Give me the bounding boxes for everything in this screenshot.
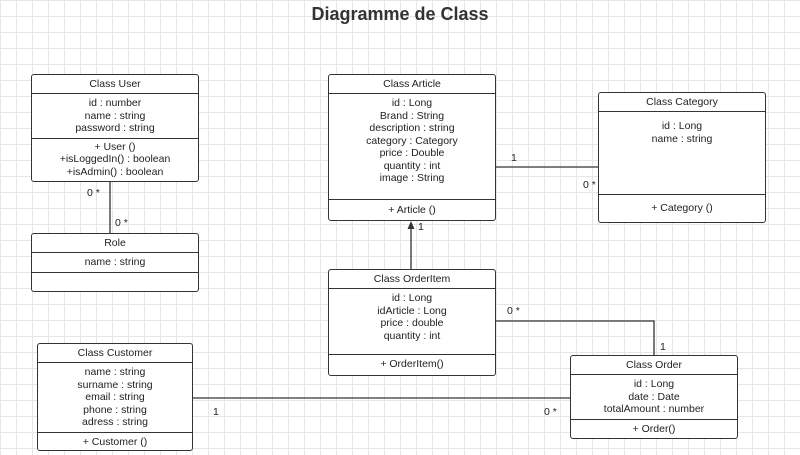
- class-order-attributes: id : Long date : Date totalAmount : numb…: [571, 375, 737, 420]
- arrowhead-icon: [407, 221, 415, 229]
- class-article-attribute: id : Long: [391, 97, 433, 109]
- class-role-operations: [32, 273, 198, 277]
- class-orderitem-box[interactable]: Class OrderItem id : Long idArticle : Lo…: [328, 269, 496, 376]
- class-user-attributes: id : number name : string password : str…: [32, 94, 198, 139]
- multiplicity-orderitem-order-bottom: 1: [660, 341, 666, 353]
- class-customer-attribute: phone : string: [83, 403, 147, 416]
- class-user-operation: +isAdmin() : boolean: [66, 165, 164, 178]
- class-customer-name: Class Customer: [38, 344, 192, 363]
- multiplicity-customer-order-left: 1: [213, 406, 219, 418]
- multiplicity-orderitem-article: 1: [418, 221, 424, 233]
- class-article-attribute: Brand : String: [379, 109, 445, 122]
- class-article-attribute: category : Category: [366, 134, 458, 147]
- class-order-attribute: totalAmount : number: [603, 403, 705, 415]
- multiplicity-customer-order-right: 0 *: [544, 406, 557, 418]
- class-customer-attributes: name : string surname : string email : s…: [38, 363, 192, 433]
- class-order-attribute: date : Date: [628, 390, 680, 403]
- diagram-title: Diagramme de Class: [311, 4, 489, 24]
- multiplicity-article-category-left: 1: [511, 152, 517, 164]
- class-orderitem-operation: + OrderItem(): [380, 357, 444, 370]
- class-user-name: Class User: [32, 75, 198, 94]
- class-category-attribute: id : Long: [661, 120, 703, 132]
- class-role-attribute: name : string: [84, 256, 146, 268]
- class-customer-attribute: surname : string: [77, 378, 153, 391]
- class-user-operations: + User () +isLoggedIn() : boolean +isAdm…: [32, 139, 198, 181]
- multiplicity-article-category-right: 0 *: [583, 179, 596, 191]
- class-order-operation: + Order(): [632, 422, 676, 435]
- class-article-attribute: quantity : int: [383, 159, 441, 172]
- orderitem-order-connector: [495, 320, 655, 356]
- class-orderitem-attribute: idArticle : Long: [377, 304, 447, 317]
- class-customer-attribute: adress : string: [82, 416, 148, 428]
- class-order-name: Class Order: [571, 356, 737, 375]
- class-category-attribute: name : string: [651, 132, 713, 145]
- class-article-attributes: id : Long Brand : String description : s…: [329, 94, 495, 200]
- class-customer-attribute: email : string: [85, 391, 145, 403]
- class-article-name: Class Article: [329, 75, 495, 94]
- class-category-operations: + Category (): [599, 195, 765, 223]
- class-role-attributes: name : string: [32, 253, 198, 273]
- class-orderitem-attribute: id : Long: [391, 292, 433, 304]
- class-article-attribute: price : Double: [379, 147, 445, 159]
- class-user-operation: +isLoggedIn() : boolean: [59, 153, 171, 165]
- class-customer-operation: + Customer (): [82, 435, 148, 448]
- class-category-attributes: id : Long name : string: [599, 112, 765, 195]
- class-article-attribute: description : string: [369, 122, 455, 134]
- class-role-name: Role: [32, 234, 198, 253]
- multiplicity-user-role-bottom: 0 *: [115, 217, 128, 229]
- class-customer-box[interactable]: Class Customer name : string surname : s…: [37, 343, 193, 451]
- class-customer-attribute: name : string: [84, 366, 146, 378]
- class-orderitem-attribute: quantity : int: [383, 329, 441, 342]
- class-article-box[interactable]: Class Article id : Long Brand : String d…: [328, 74, 496, 221]
- class-orderitem-attributes: id : Long idArticle : Long price : doubl…: [329, 289, 495, 355]
- class-article-attribute: image : String: [379, 172, 445, 184]
- multiplicity-orderitem-order-top: 0 *: [507, 305, 520, 317]
- class-orderitem-operations: + OrderItem(): [329, 355, 495, 376]
- class-user-attribute: id : number: [88, 97, 142, 109]
- class-orderitem-name: Class OrderItem: [329, 270, 495, 289]
- class-category-name: Class Category: [599, 93, 765, 112]
- class-order-operations: + Order(): [571, 420, 737, 440]
- class-orderitem-attribute: price : double: [380, 317, 444, 329]
- class-customer-operations: + Customer (): [38, 433, 192, 454]
- class-user-box[interactable]: Class User id : number name : string pas…: [31, 74, 199, 182]
- class-user-attribute: name : string: [84, 109, 146, 122]
- class-role-box[interactable]: Role name : string: [31, 233, 199, 292]
- class-user-operation: + User (): [94, 140, 136, 153]
- class-category-box[interactable]: Class Category id : Long name : string +…: [598, 92, 766, 223]
- class-article-operation: + Article (): [388, 203, 436, 216]
- multiplicity-user-role-top: 0 *: [87, 187, 100, 199]
- class-user-attribute: password : string: [75, 122, 155, 134]
- class-order-attribute: id : Long: [633, 378, 675, 390]
- class-category-operation: + Category (): [651, 201, 713, 214]
- class-article-operations: + Article (): [329, 200, 495, 221]
- class-order-box[interactable]: Class Order id : Long date : Date totalA…: [570, 355, 738, 439]
